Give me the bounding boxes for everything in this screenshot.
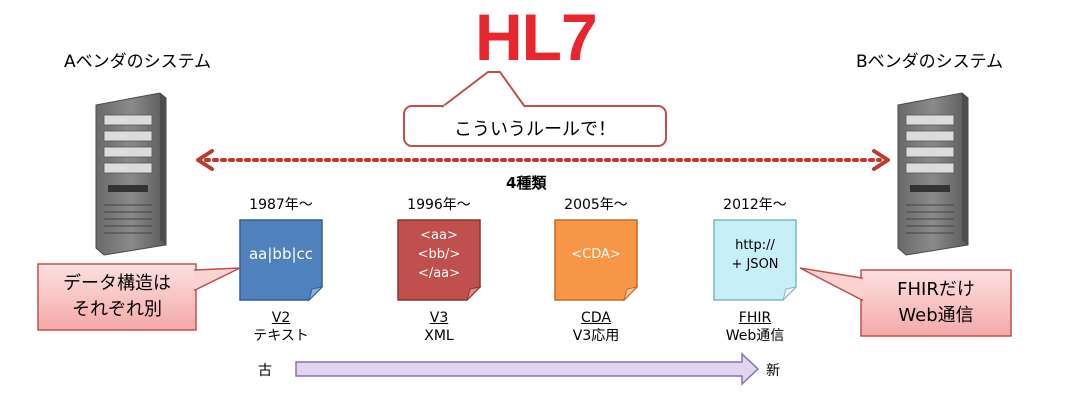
connection-arrow — [196, 149, 890, 171]
doc-fhir-line: http:// — [735, 238, 775, 253]
doc-cda-text: <CDA> — [571, 247, 621, 262]
callout-left-line: それぞれ別 — [72, 299, 162, 320]
caption-v2: V2 テキスト — [226, 309, 336, 345]
caption-cda-bottom: V3応用 — [572, 328, 620, 344]
caption-v3-bottom: XML — [424, 328, 454, 344]
doc-v3-text: <aa> <bb/> </aa> — [398, 226, 480, 283]
year-v2: 1987年〜 — [249, 197, 313, 213]
doc-fhir — [713, 219, 798, 302]
callout-right-line: FHIRだけ — [897, 279, 975, 300]
caption-v2-top: V2 — [271, 310, 291, 326]
doc-v3-line: <aa> — [420, 228, 458, 243]
speech-text: こういうルールで！ — [454, 119, 616, 140]
callout-right-text: FHIRだけ Web通信 — [861, 277, 1011, 329]
doc-v3-line: <bb/> — [417, 247, 461, 262]
doc-v2 — [239, 219, 324, 302]
caption-fhir: FHIR Web通信 — [700, 309, 810, 345]
doc-fhir-line: + JSON — [731, 257, 779, 272]
callout-right-line: Web通信 — [898, 305, 974, 326]
doc-fhir-text: http:// + JSON — [714, 236, 796, 274]
hl7-logo: HL7 — [475, 0, 598, 74]
caption-v3: V3 XML — [384, 309, 494, 345]
server-a-icon — [95, 92, 167, 256]
timeline-old-label: 古 — [258, 363, 272, 379]
caption-cda: CDA V3応用 — [541, 309, 651, 345]
timeline-arrow — [295, 352, 760, 386]
caption-v3-top: V3 — [429, 310, 449, 326]
caption-v2-bottom: テキスト — [253, 328, 309, 344]
callout-left-line: データ構造は — [63, 273, 171, 294]
caption-cda-top: CDA — [581, 310, 611, 326]
caption-fhir-bottom: Web通信 — [725, 328, 785, 344]
caption-fhir-top: FHIR — [738, 310, 772, 326]
doc-v3-line: </aa> — [417, 266, 461, 281]
callout-left-text: データ構造は それぞれ別 — [38, 271, 196, 323]
server-b-icon — [897, 92, 969, 256]
year-fhir: 2012年〜 — [723, 197, 787, 213]
speech-bubble — [403, 71, 667, 147]
doc-v3 — [397, 219, 482, 302]
vendor-a-label: Aベンダのシステム — [64, 52, 212, 72]
vendor-b-label: Bベンダのシステム — [856, 52, 1004, 72]
timeline-new-label: 新 — [766, 363, 780, 379]
callout-left — [37, 263, 241, 331]
year-v3: 1996年〜 — [407, 197, 471, 213]
connection-label: 4種類 — [506, 174, 547, 192]
year-cda: 2005年〜 — [564, 197, 628, 213]
doc-cda — [554, 219, 639, 302]
doc-v2-text: aa|bb|cc — [248, 245, 314, 263]
callout-right — [799, 267, 1012, 337]
